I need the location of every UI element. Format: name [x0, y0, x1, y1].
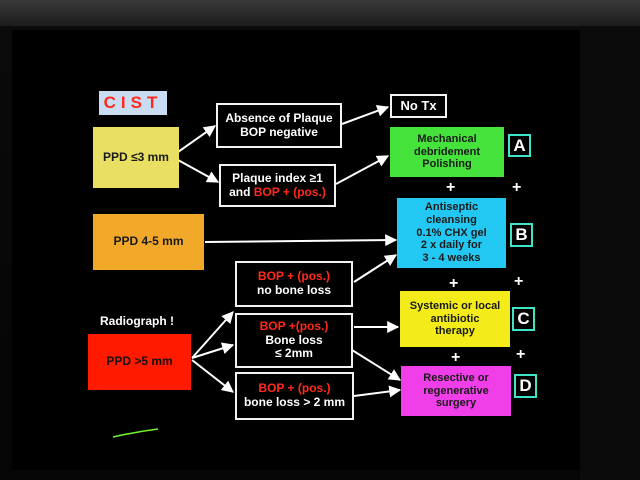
bop-bone-loss-2mm-box: BOP +(pos.) Bone loss ≤ 2mm [235, 313, 353, 368]
title-text: CIST [103, 93, 163, 113]
ppd-mid-label: PPD 4-5 mm [113, 234, 184, 249]
arrow-bop2-to-d [351, 349, 402, 381]
treatment-d-line1: Resective or [423, 372, 489, 385]
arrow-plaque-to-a [335, 155, 390, 185]
arrow-absence-to-notx [341, 105, 390, 125]
treatment-c-line2: antibiotic [430, 312, 480, 325]
bop1-line1: BOP + (pos.) [257, 269, 331, 284]
bop2-line1: BOP +(pos.) [259, 318, 329, 333]
absence-line1: Absence of Plaque [225, 110, 333, 125]
bop2-line2: Bone loss [265, 332, 323, 347]
bop3-line1: BOP + (pos.) [258, 381, 331, 396]
treatment-c-line1: Systemic or local [409, 300, 501, 313]
treatment-b-box: Antiseptic cleansing 0.1% CHX gel 2 x da… [397, 198, 506, 268]
treatment-b-line1: Antiseptic [424, 201, 479, 214]
treatment-b-line3: 0.1% CHX gel [416, 226, 487, 239]
absence-box: Absence of Plaque BOP negative [216, 103, 342, 148]
absence-line2: BOP negative [240, 124, 318, 139]
treatment-b-line4: 2 x daily for [420, 239, 483, 252]
treatment-d-line3: surgery [435, 397, 477, 410]
ppd-low-label: PPD ≤3 mm [103, 149, 169, 164]
ppd-high-box: PPD >5 mm [88, 334, 191, 390]
treatment-a-box: Mechanical debridement Polishing [390, 127, 504, 177]
treatment-d-box: Resective or regenerative surgery [401, 366, 511, 416]
bop3-line2: bone loss > 2 mm [243, 395, 346, 409]
bop1-line2: no bone loss [256, 283, 331, 297]
treatment-a-line1: Mechanical [417, 133, 477, 146]
plus-sign: + [514, 273, 524, 290]
plus-sign: + [512, 179, 522, 196]
bop-no-bone-loss-box: BOP + (pos.) no bone loss [235, 261, 353, 307]
treatment-d-line2: regenerative [423, 384, 489, 397]
treatment-a-line3: Polishing [422, 158, 472, 171]
arrow-ppd3-to-plaque [177, 159, 220, 183]
ppd-mid-box: PPD 4-5 mm [93, 214, 204, 270]
treatment-c-letter: C [512, 307, 535, 331]
no-tx-box: No Tx [390, 94, 447, 118]
treatment-b-letter: B [510, 223, 533, 247]
side-wall [580, 30, 640, 480]
plus-sign: + [516, 346, 526, 363]
plus-sign: + [449, 275, 459, 292]
pen-mark [112, 428, 159, 438]
ppd-low-box: PPD ≤3 mm [93, 127, 179, 188]
arrow-ppd45-to-b [204, 234, 398, 247]
treatment-b-line2: cleansing [426, 214, 477, 227]
treatment-b-line5: 3 - 4 weeks [422, 251, 481, 264]
ceiling [0, 0, 640, 26]
arrow-bop1-to-b [353, 254, 398, 283]
treatment-d-letter: D [514, 374, 537, 398]
arrow-ppd5-to-bop1 [191, 311, 234, 359]
title-badge: CIST [99, 91, 167, 115]
ppd-high-label: PPD >5 mm [106, 354, 173, 369]
bop2-line3: ≤ 2mm [275, 346, 313, 361]
treatment-a-letter: A [508, 134, 531, 157]
treatment-c-box: Systemic or local antibiotic therapy [400, 291, 510, 347]
arrow-ppd5-to-bop3 [191, 359, 234, 393]
radiograph-label: Radiograph ! [100, 314, 174, 328]
plaque-line2-b: BOP + (pos.) [253, 184, 326, 199]
treatment-a-line2: debridement [413, 145, 480, 158]
bop-bone-loss-gt2mm-box: BOP + (pos.) bone loss > 2 mm [235, 372, 354, 420]
plus-sign: + [451, 349, 461, 366]
arrow-ppd3-to-absence [177, 125, 216, 153]
no-tx-label: No Tx [400, 97, 437, 113]
treatment-c-line3: therapy [435, 325, 475, 338]
plaque-box: Plaque index ≥1 and BOP + (pos.) [219, 164, 336, 207]
plaque-line2-a: and [229, 184, 254, 199]
plus-sign: + [446, 179, 456, 196]
arrow-bop3-to-d [353, 385, 402, 398]
plaque-line1: Plaque index ≥1 [232, 170, 323, 185]
arrow-ppd5-to-bop2 [191, 342, 235, 359]
